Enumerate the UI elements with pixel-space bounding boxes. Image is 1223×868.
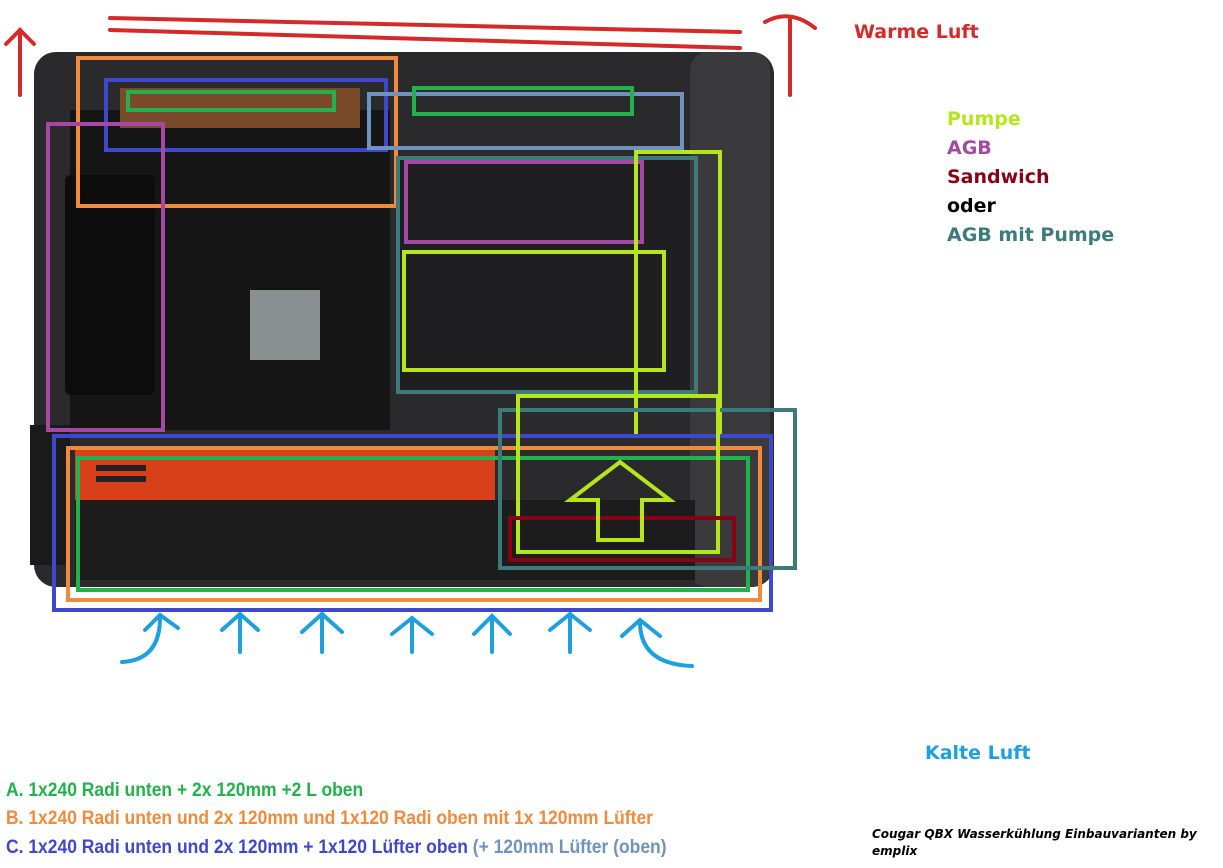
arrow-up-icon (220, 611, 260, 654)
sandwich-bottom (508, 516, 736, 562)
zone-a-bottom (76, 456, 750, 592)
legend-option-a: A. 1x240 Radi unten + 2x 120mm +2 L oben (6, 780, 364, 801)
pc-case-photo (30, 52, 774, 587)
cold-air-label: Kalte Luft (925, 742, 1031, 764)
cpu (250, 290, 320, 360)
sandwich-label: Sandwich (947, 166, 1050, 188)
zone-a-top-left (126, 90, 336, 112)
legend-option-b: B. 1x240 Radi unten und 2x 120mm und 1x1… (6, 808, 653, 829)
airflow-line (108, 16, 742, 34)
zone-b-bottom (66, 446, 762, 602)
arrow-up-icon (300, 611, 344, 654)
credit-text: Cougar QBX Wasserkühlung Einbauvarianten… (872, 827, 1197, 858)
or-label: oder (947, 195, 996, 217)
reservoir-label: AGB (947, 137, 992, 159)
zone-c-top (104, 78, 388, 152)
arrow-up-icon (390, 615, 434, 654)
cold-air-arrows (120, 611, 694, 668)
pump-label: Pumpe (947, 108, 1021, 130)
airflow-line (108, 28, 742, 50)
legend-option-c: C. 1x240 Radi unten und 2x 120mm + 1x120… (6, 837, 667, 859)
annotations (46, 56, 797, 612)
arrow-up-icon (763, 14, 817, 97)
reservoir-pump-drivebay (396, 156, 698, 394)
reservoir-left (46, 122, 165, 432)
zone-a-top-right (412, 86, 634, 116)
arrow-up-icon (120, 612, 180, 664)
legend-option-c-extra: (+ 120mm Lüfter (oben) (472, 837, 667, 858)
drive-bay (400, 160, 690, 390)
pump-bottom (516, 394, 720, 554)
fan (65, 175, 155, 395)
arrow-up-icon (548, 611, 592, 654)
warm-air-arrows (4, 14, 817, 97)
reservoir-with-pump-label: AGB mit Pumpe (947, 224, 1115, 246)
zone-b-top (76, 56, 398, 208)
legend-option-c-text: C. 1x240 Radi unten und 2x 120mm + 1x120… (6, 837, 468, 858)
reservoir-pump-bottom (498, 408, 797, 570)
zone-c-extra-top (367, 92, 684, 150)
arrow-up-icon (620, 617, 694, 668)
reservoir-drivebay (404, 160, 644, 244)
pump-drivebay (402, 250, 666, 372)
zone-c-bottom (52, 434, 773, 612)
arrow-up-icon (472, 613, 512, 654)
pump-arrow-up (564, 459, 676, 542)
warm-air-label: Warme Luft (854, 21, 979, 43)
arrow-up-icon (4, 27, 36, 97)
